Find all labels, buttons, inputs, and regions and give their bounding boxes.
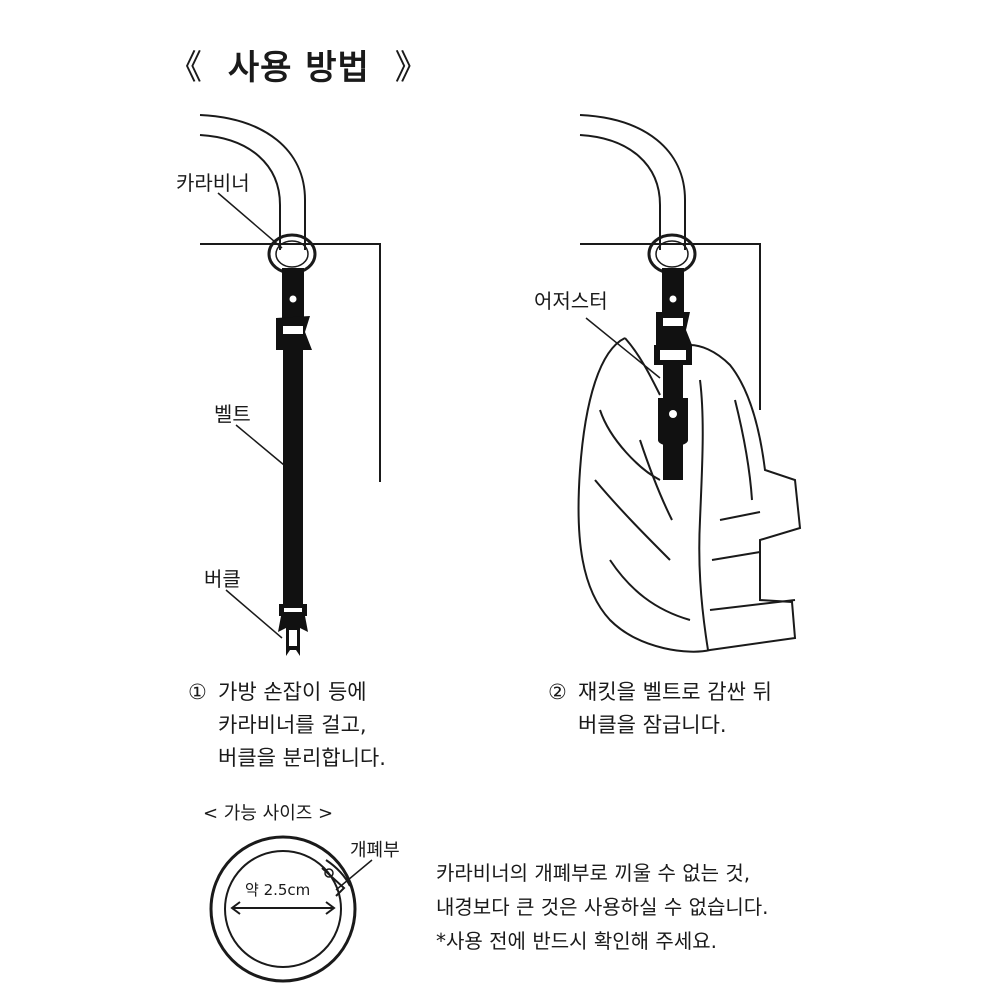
right-carabiner-ring [647, 233, 697, 275]
size-ring-diagram [209, 835, 373, 983]
step-1-instructions: ① 가방 손잡이 등에 카라비너를 걸고, 버클을 분리합니다. [188, 676, 386, 775]
jacket-illustration [577, 337, 802, 653]
step-1-line-1: 가방 손잡이 등에 [218, 680, 367, 704]
title-open-bracket: 《 [168, 48, 203, 88]
title-close-bracket: 》 [394, 48, 430, 88]
step-1-line-2: 카라비너를 걸고, [218, 713, 367, 737]
right-bag-handle [579, 114, 761, 410]
right-belt [654, 268, 692, 480]
title-text: 사용 방법 [227, 48, 370, 88]
opening-leader-line [335, 859, 373, 891]
usage-notes: 카라비너의 개폐부로 끼울 수 없는 것, 내경보다 큰 것은 사용하실 수 없… [436, 856, 769, 958]
step-2-line-2: 버클을 잠급니다. [578, 713, 727, 737]
label-opening: 개폐부 [350, 840, 400, 861]
buckle-leader-line [225, 589, 283, 639]
step-1-line-3: 버클을 분리합니다. [218, 746, 386, 770]
step-2-line-1: 재킷을 벨트로 감싼 뒤 [578, 680, 772, 704]
left-bag-handle [199, 114, 381, 482]
size-diameter-label: 약 2.5cm [245, 881, 311, 899]
label-adjuster: 어저스터 [534, 289, 608, 313]
step-1-number: ① [188, 680, 207, 704]
label-belt: 벨트 [214, 402, 251, 426]
note-line-3: *사용 전에 반드시 확인해 주세요. [436, 929, 717, 953]
left-carabiner-ring [267, 233, 317, 275]
left-belt [276, 268, 312, 656]
label-carabiner: 카라비너 [176, 171, 250, 195]
step-2-instructions: ② 재킷을 벨트로 감싼 뒤 버클을 잠급니다. [548, 676, 772, 742]
carabiner-leader-line [217, 192, 283, 249]
belt-leader-line [235, 424, 291, 471]
note-line-1: 카라비너의 개폐부로 끼울 수 없는 것, [436, 861, 751, 885]
note-line-2: 내경보다 큰 것은 사용하실 수 없습니다. [436, 895, 769, 919]
page-title: 《 사용 방법 》 [168, 40, 430, 89]
size-heading: < 가능 사이즈 > [203, 803, 334, 824]
step-2-number: ② [548, 680, 567, 704]
label-buckle: 버클 [204, 567, 241, 591]
adjuster-leader-line [585, 317, 661, 379]
